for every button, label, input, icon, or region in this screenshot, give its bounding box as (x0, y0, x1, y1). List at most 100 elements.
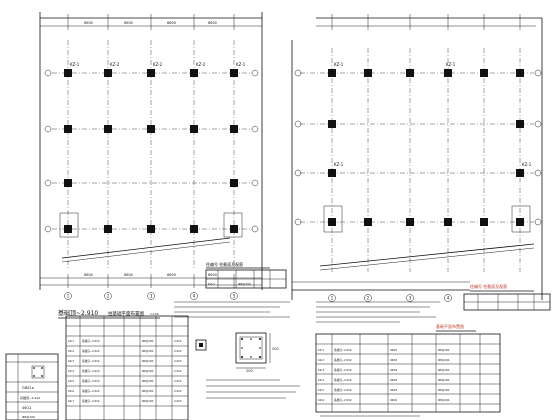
right-schedule-cell: 基础顶~2.910 (334, 398, 352, 402)
right-plan-title: 基础平面布置图 (436, 323, 464, 329)
right-axis-1: 1 (331, 296, 334, 301)
left-schedule-cell: 基础顶~2.910 (82, 399, 100, 403)
left-schedule-cell: 基础顶~2.910 (82, 339, 100, 343)
right-schedule-cell: Φ8@100 (438, 348, 450, 352)
right-notes-block: 基础平面布置图 (316, 301, 476, 332)
left-schedule-cell: 2.910 (174, 339, 182, 343)
right-schedule-cell: 4Φ20 (390, 348, 397, 352)
left-bottom-dim-2: 6600 (124, 273, 133, 277)
left-table-hoop: Φ8@100 (238, 282, 251, 286)
left-schedule-cell: 基础顶~2.910 (82, 349, 100, 353)
right-schedule-cell: Φ8@100 (438, 358, 450, 362)
legend-value-1: GBZ1a (22, 386, 34, 390)
right-schedule-cell: 基础顶~2.910 (334, 358, 352, 362)
right-schedule-cell: KZ-6 (318, 398, 324, 402)
left-table-code: KZ-1 (208, 282, 215, 286)
left-schedule-cell: 2.910 (174, 399, 182, 403)
right-schedule-cell: 基础顶~2.910 (334, 388, 352, 392)
legend-value-3: 4Φ12 (22, 406, 31, 410)
right-plan: KZ-1 KZ-1 KZ-1 KZ-1 1 2 3 4 (291, 14, 543, 302)
left-notes-block: 200 200 (174, 301, 300, 399)
left-schedule-cell: 2.910 (174, 389, 182, 393)
legend-value-4: Φ8@100 (22, 415, 35, 419)
left-schedule-cell: KZ-7 (68, 399, 74, 403)
detail-dim-h: 200 (272, 347, 279, 351)
left-schedule-cell: Φ8@100 (142, 399, 154, 403)
right-schedule-cell: Φ8@100 (438, 398, 450, 402)
left-bottom-dim-4: 6600 (208, 273, 217, 277)
right-col-label-4: KZ-1 (522, 162, 532, 167)
left-schedule-cell: KZ-2 (68, 349, 74, 353)
left-top-dim-4: 6600 (208, 21, 217, 25)
left-plan-title-level: 基础顶~2.910 (58, 309, 98, 317)
left-col-label-2: KZ-2 (110, 62, 120, 67)
left-schedule-cell: KZ-1 (68, 339, 74, 343)
right-schedule-cell: Φ8@100 (438, 378, 450, 382)
right-schedule-cell: Φ8@100 (438, 368, 450, 372)
right-schedule-cell: Φ8@100 (438, 388, 450, 392)
left-plan-title: 柱基础平面布置图 (108, 310, 144, 317)
left-axis-1: 1 (67, 294, 70, 299)
left-col-label-3: KZ-2 (153, 62, 163, 67)
left-schedule-cell: 2.910 (174, 359, 182, 363)
right-schedule-cell: 基础顶~2.910 (334, 368, 352, 372)
left-bottom-dim-3: 6600 (167, 273, 176, 277)
right-col-label-2: KZ-1 (446, 62, 456, 67)
left-schedule-cell: 基础顶~2.910 (82, 389, 100, 393)
left-plan: KZ-1 KZ-2 KZ-2 KZ-2 KZ-1 6600 6600 6600 … (39, 12, 263, 319)
left-col-label-4: KZ-2 (196, 62, 206, 67)
left-axis-4: 4 (193, 294, 196, 299)
left-schedule-cell: 2.910 (174, 369, 182, 373)
left-top-dim-1: 6600 (84, 21, 93, 25)
left-schedule-cell: Φ8@100 (142, 369, 154, 373)
left-axis-5: 5 (233, 294, 236, 299)
detail-dim-w: 200 (246, 369, 253, 373)
left-schedule-cell: Φ8@100 (142, 389, 154, 393)
left-schedule-cell: 基础顶~2.910 (82, 359, 100, 363)
left-schedule-cell: Φ8@100 (142, 339, 154, 343)
left-bottom-dim-1: 6600 (84, 273, 93, 277)
left-schedule-table: 柱编号 柱截面及配筋 KZ-1 Φ8@100 (205, 261, 287, 289)
left-plan-scale: 1:100 (150, 312, 159, 316)
right-col-label-1: KZ-1 (334, 62, 344, 67)
right-axis-3: 3 (409, 296, 412, 301)
left-schedule-cell: Φ8@100 (142, 359, 154, 363)
right-schedule-cell: 4Φ18 (390, 368, 397, 372)
left-schedule-cell: KZ-4 (68, 369, 74, 373)
right-schedule-table: 柱编号 柱截面及配筋 (463, 283, 551, 311)
left-schedule-cell: KZ-3 (68, 359, 74, 363)
left-col-label-5: KZ-1 (236, 62, 246, 67)
left-col-label-1: KZ-1 (70, 62, 80, 67)
right-schedule-cell: KZ-3 (318, 368, 324, 372)
left-axis-2: 2 (107, 294, 110, 299)
right-schedule-cell: 基础顶~2.910 (334, 348, 352, 352)
right-schedule-cell: 4Φ16 (390, 388, 397, 392)
right-schedule-cell: KZ-4 (318, 378, 324, 382)
right-schedule-cell: 4Φ18 (390, 378, 397, 382)
left-top-dim-2: 6600 (124, 21, 133, 25)
left-schedule-cell: KZ-6 (68, 389, 74, 393)
left-top-dim-3: 6600 (167, 21, 176, 25)
right-axis-2: 2 (367, 296, 370, 301)
left-axis-3: 3 (150, 294, 153, 299)
left-schedule-cell: 2.910 (174, 349, 182, 353)
left-schedule-cell: Φ8@100 (142, 349, 154, 353)
legend-value-2: 基础顶~2.910 (20, 395, 40, 400)
left-schedule-cell: Φ8@100 (142, 379, 154, 383)
left-schedule-cell: 基础顶~2.910 (82, 369, 100, 373)
legend-block: GBZ1a 基础顶~2.910 4Φ12 Φ8@100 (5, 353, 59, 420)
right-schedule-cell: KZ-5 (318, 388, 324, 392)
right-table-title: 柱编号 柱截面及配筋 (470, 283, 507, 289)
right-axis-4: 4 (447, 296, 450, 301)
right-schedule-cell: 4Φ18 (390, 358, 397, 362)
right-schedule-cell: KZ-2 (318, 358, 324, 362)
right-col-label-3: KZ-1 (334, 162, 344, 167)
left-schedule-cell: 基础顶~2.910 (82, 379, 100, 383)
left-table-title: 柱编号 柱截面及配筋 (206, 261, 243, 267)
right-schedule-cell: 基础顶~2.910 (334, 378, 352, 382)
left-schedule-cell: KZ-5 (68, 379, 74, 383)
